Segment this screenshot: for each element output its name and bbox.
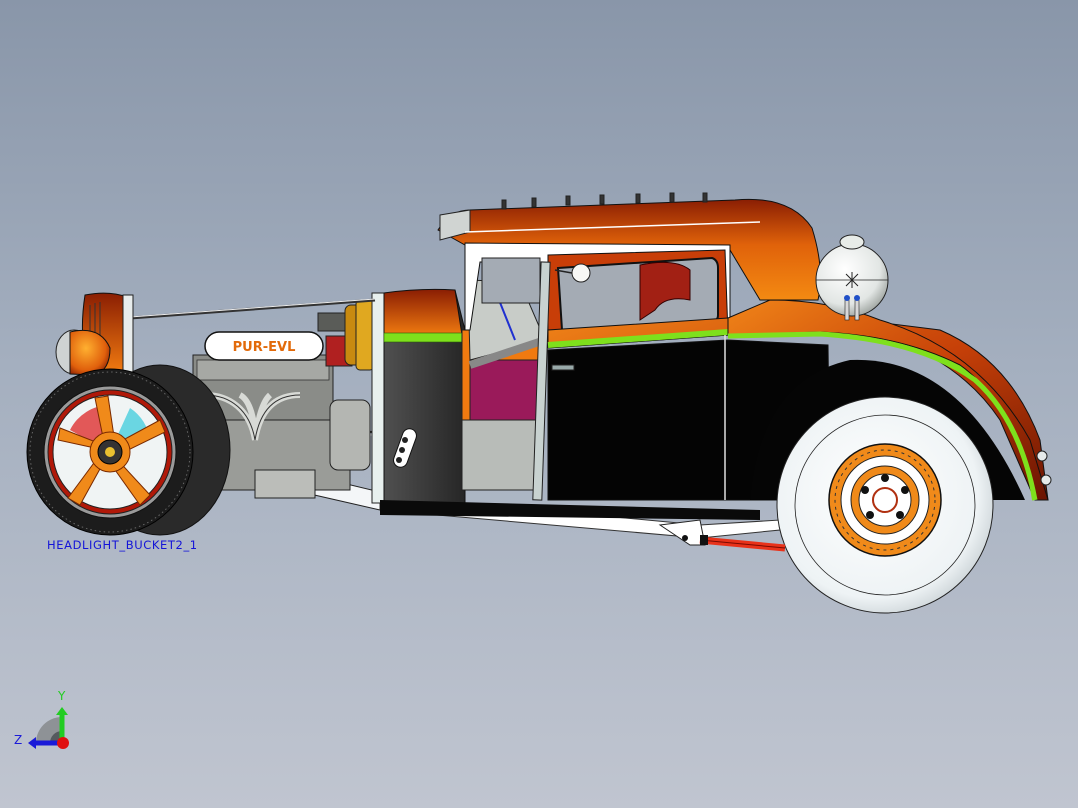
hood-rod — [129, 298, 376, 320]
tail-light — [1036, 450, 1048, 462]
cowl-panel[interactable] — [371, 288, 466, 506]
ladder-bar[interactable] — [658, 519, 786, 552]
fuel-tank[interactable] — [815, 234, 889, 321]
front-wheel[interactable] — [26, 368, 194, 536]
x-axis-dot — [57, 737, 69, 749]
rear-wheel[interactable] — [776, 396, 994, 614]
component-label[interactable]: HEADLIGHT_BUCKET2_1 — [47, 538, 198, 552]
headlight-bucket[interactable] — [55, 329, 111, 376]
y-axis-label: Y — [57, 689, 66, 703]
cab-roof[interactable] — [437, 192, 821, 501]
interior[interactable] — [461, 279, 547, 491]
engine-badge: PUR-EVL — [233, 340, 296, 355]
z-axis-label: Z — [14, 733, 22, 747]
y-axis-arrow — [56, 707, 68, 741]
tail-light — [1040, 474, 1052, 486]
reference-triad[interactable]: Y Z — [10, 685, 80, 755]
z-axis-arrow — [28, 737, 60, 749]
pinstripe — [727, 331, 1038, 501]
